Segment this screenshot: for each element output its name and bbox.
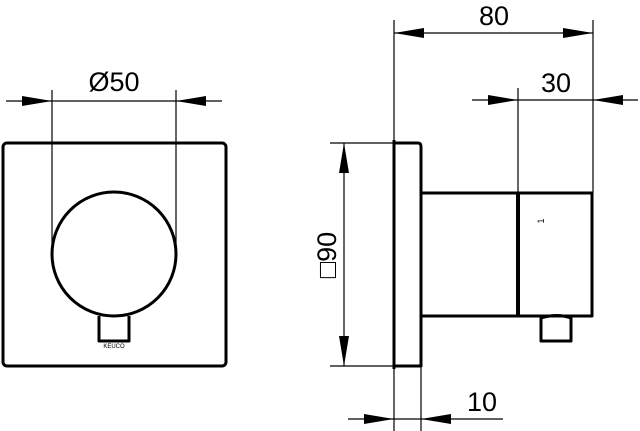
side-view: 1 80 30 □90 10 bbox=[312, 1, 638, 431]
arrow-icon bbox=[339, 336, 349, 366]
arrow-icon bbox=[22, 96, 52, 106]
dim-10-label: 10 bbox=[467, 387, 497, 417]
dim-90-label: □90 bbox=[312, 232, 342, 278]
marker-label: 1 bbox=[536, 218, 546, 223]
arrow-icon bbox=[421, 414, 451, 424]
arrow-icon bbox=[488, 95, 518, 105]
arrow-icon bbox=[176, 96, 206, 106]
arrow-icon bbox=[593, 95, 623, 105]
round-handle bbox=[50, 190, 178, 318]
arrow-icon bbox=[364, 414, 394, 424]
arrow-icon bbox=[394, 28, 424, 38]
dim-diameter-label: Ø50 bbox=[88, 67, 139, 97]
dim-80-label: 80 bbox=[479, 1, 509, 31]
arrow-icon bbox=[339, 143, 349, 173]
dim-30-label: 30 bbox=[541, 68, 571, 98]
brand-mark: KEUCO bbox=[103, 344, 125, 350]
arrow-icon bbox=[563, 28, 593, 38]
spout-side bbox=[539, 314, 573, 343]
handle-body-side bbox=[421, 191, 594, 318]
spout-front bbox=[97, 316, 131, 343]
cover-plate-side bbox=[394, 141, 423, 368]
cover-plate-front bbox=[1, 141, 228, 368]
front-view: KEUCO Ø50 bbox=[1, 67, 228, 368]
